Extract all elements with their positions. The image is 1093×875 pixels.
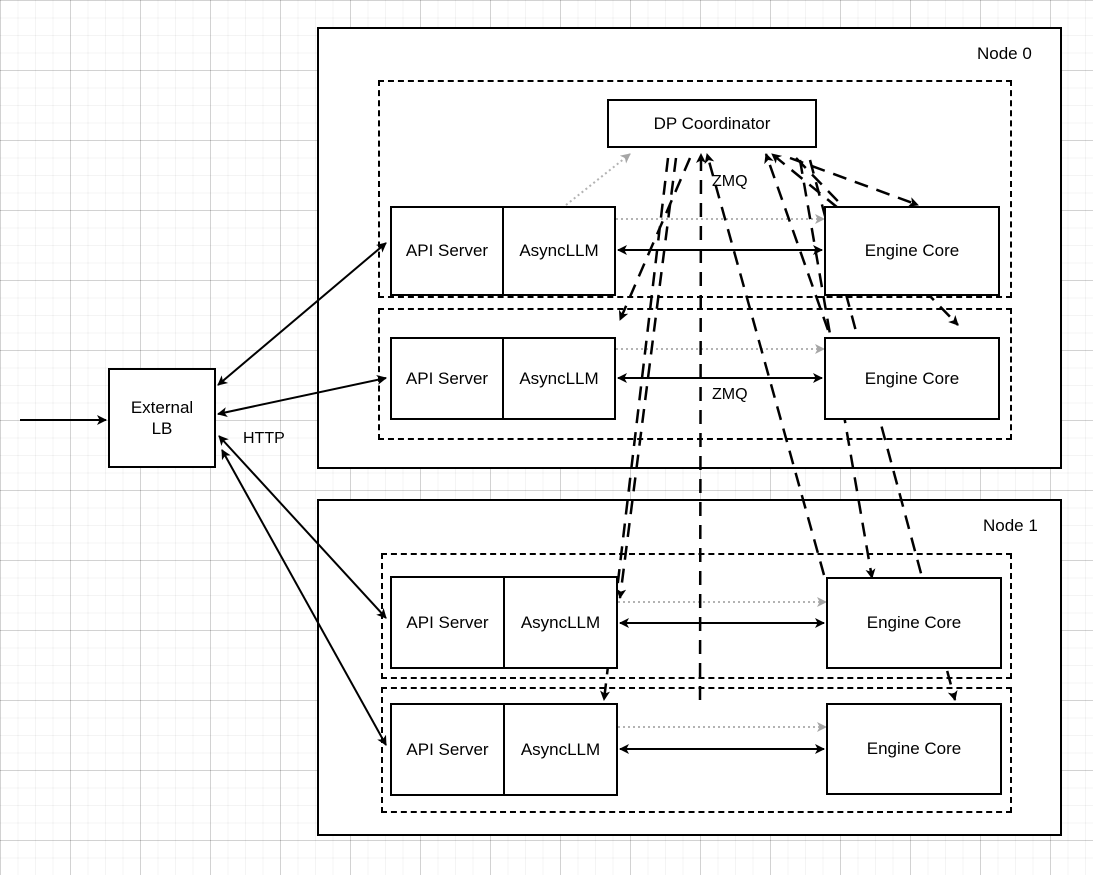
- lb-to-api-2: [218, 435, 387, 619]
- zmq-label-top: ZMQ: [712, 173, 748, 190]
- asyncllm-1[interactable]: AsyncLLM: [502, 339, 614, 418]
- engine-core-3-label: Engine Core: [866, 739, 962, 759]
- zmq-engine1-to-coordinator: [764, 153, 830, 331]
- node-0-label: Node 0: [977, 44, 1032, 63]
- api-server-asyncllm-1[interactable]: API Server AsyncLLM: [390, 337, 616, 420]
- dp-coordinator-label: DP Coordinator: [653, 113, 771, 133]
- zmq-label-second: ZMQ: [712, 386, 748, 403]
- lb-to-api-3: [221, 449, 387, 746]
- engine-core-0-label: Engine Core: [864, 241, 960, 261]
- api-server-2[interactable]: API Server: [406, 612, 489, 632]
- asyncllm-3[interactable]: AsyncLLM: [503, 705, 616, 794]
- zmq-engine0-to-coordinator: [771, 153, 839, 209]
- api-server-3[interactable]: API Server: [406, 739, 489, 759]
- api-server-asyncllm-3[interactable]: API Server AsyncLLM: [390, 703, 618, 796]
- http-label: HTTP: [243, 430, 285, 447]
- external-lb-box[interactable]: External LB: [108, 368, 216, 468]
- rank-group-0: [378, 80, 1012, 298]
- api-server-1[interactable]: API Server: [405, 368, 489, 388]
- api-server-asyncllm-0[interactable]: API Server AsyncLLM: [390, 206, 616, 296]
- lb-to-api-0: [217, 242, 387, 386]
- asyncllm-0[interactable]: AsyncLLM: [502, 208, 614, 294]
- api-server-0[interactable]: API Server: [405, 241, 489, 260]
- engine-core-1[interactable]: Engine Core: [824, 337, 1000, 420]
- api-server-asyncllm-2[interactable]: API Server AsyncLLM: [390, 576, 618, 669]
- dp-coordinator-box[interactable]: DP Coordinator: [607, 99, 817, 148]
- engine-core-3[interactable]: Engine Core: [826, 703, 1002, 795]
- engine-core-0[interactable]: Engine Core: [824, 206, 1000, 296]
- engine-core-1-label: Engine Core: [864, 368, 960, 388]
- dotted-asyncllm-coordinator: [565, 153, 631, 206]
- zmq-engine3-to-coordinator: [695, 153, 706, 701]
- lb-to-api-1: [217, 374, 387, 418]
- asyncllm-2[interactable]: AsyncLLM: [503, 578, 616, 667]
- zmq-coordinator-to-engine0: [789, 156, 919, 207]
- zmq-coordinator-to-asyncllm2: [616, 157, 678, 599]
- node-1-label: Node 1: [983, 516, 1038, 535]
- external-lb-label-line1: External: [130, 397, 194, 417]
- zmq-coordinator-to-asyncllm1: [618, 157, 692, 321]
- engine-core-2[interactable]: Engine Core: [826, 577, 1002, 669]
- external-lb-label-line2: LB: [151, 419, 173, 438]
- rank-group-3: [381, 687, 1012, 813]
- engine-core-2-label: Engine Core: [866, 613, 962, 633]
- zmq-engine2-to-coordinator: [704, 153, 826, 576]
